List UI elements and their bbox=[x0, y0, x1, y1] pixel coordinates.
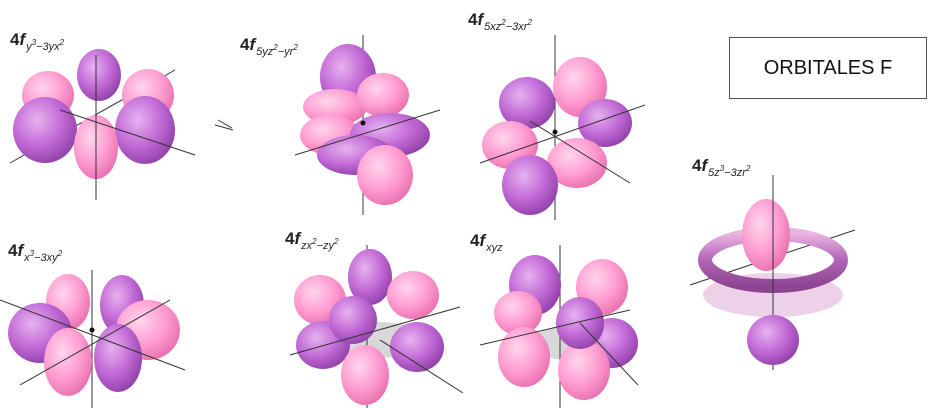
orbital-label-xyz: 4fxyz bbox=[470, 231, 503, 254]
orbital-label-subscript: zx2−zy2 bbox=[301, 237, 339, 252]
orbital-label-f: f bbox=[19, 30, 26, 49]
orbital-label-subscript: 5z3−3zr2 bbox=[708, 164, 751, 179]
orbital-diagram-xyz bbox=[479, 245, 639, 408]
orbital-label-y3-3yx2: 4fy3−3yx2 bbox=[10, 30, 64, 53]
orbital-diagram-zx2-zy2 bbox=[289, 245, 464, 408]
orbital-label-f: f bbox=[294, 229, 301, 248]
orbital-label-f: f bbox=[249, 35, 256, 54]
orbital-diagram-x3-3xy2 bbox=[0, 270, 186, 408]
orbital-label-subscript: xyz bbox=[486, 242, 503, 254]
orbital-diagram-5xz2-3xr2 bbox=[479, 35, 646, 220]
orbital-diagram-5yz2-yr2 bbox=[214, 35, 441, 215]
orbital-label-zx2-zy2: 4fzx2−zy2 bbox=[285, 229, 338, 252]
orbital-label-number: 4 bbox=[468, 10, 478, 29]
orbital-label-number: 4 bbox=[692, 156, 702, 175]
orbital-diagram-y3-3yx2 bbox=[9, 49, 196, 200]
orbital-label-f: f bbox=[479, 231, 486, 250]
orbital-label-subscript: y3−3yx2 bbox=[26, 38, 65, 53]
orbital-diagram-5z3-3zr2 bbox=[689, 175, 856, 370]
title-text: ORBITALES F bbox=[763, 56, 893, 79]
orbital-label-f: f bbox=[701, 156, 708, 175]
orbital-label-number: 4 bbox=[470, 231, 480, 250]
orbital-label-number: 4 bbox=[10, 30, 20, 49]
orbital-label-subscript: x3−3xy2 bbox=[24, 249, 63, 264]
orbital-label-subscript: 5xz2−3xr2 bbox=[484, 18, 532, 33]
orbital-label-f: f bbox=[477, 10, 484, 29]
orbital-label-5yz2-yr2: 4f5yz2−yr2 bbox=[240, 35, 298, 58]
orbital-label-x3-3xy2: 4fx3−3xy2 bbox=[8, 241, 62, 264]
orbital-label-number: 4 bbox=[240, 35, 250, 54]
orbital-label-number: 4 bbox=[8, 241, 18, 260]
orbital-label-subscript: 5yz2−yr2 bbox=[256, 43, 298, 58]
axis-fragment bbox=[217, 119, 233, 129]
orbital-label-number: 4 bbox=[285, 229, 295, 248]
orbital-label-5z3-3zr2: 4f5z3−3zr2 bbox=[692, 156, 750, 179]
title-box: ORBITALES F bbox=[729, 37, 927, 99]
orbital-label-5xz2-3xr2: 4f5xz2−3xr2 bbox=[468, 10, 532, 33]
orbital-label-f: f bbox=[17, 241, 24, 260]
